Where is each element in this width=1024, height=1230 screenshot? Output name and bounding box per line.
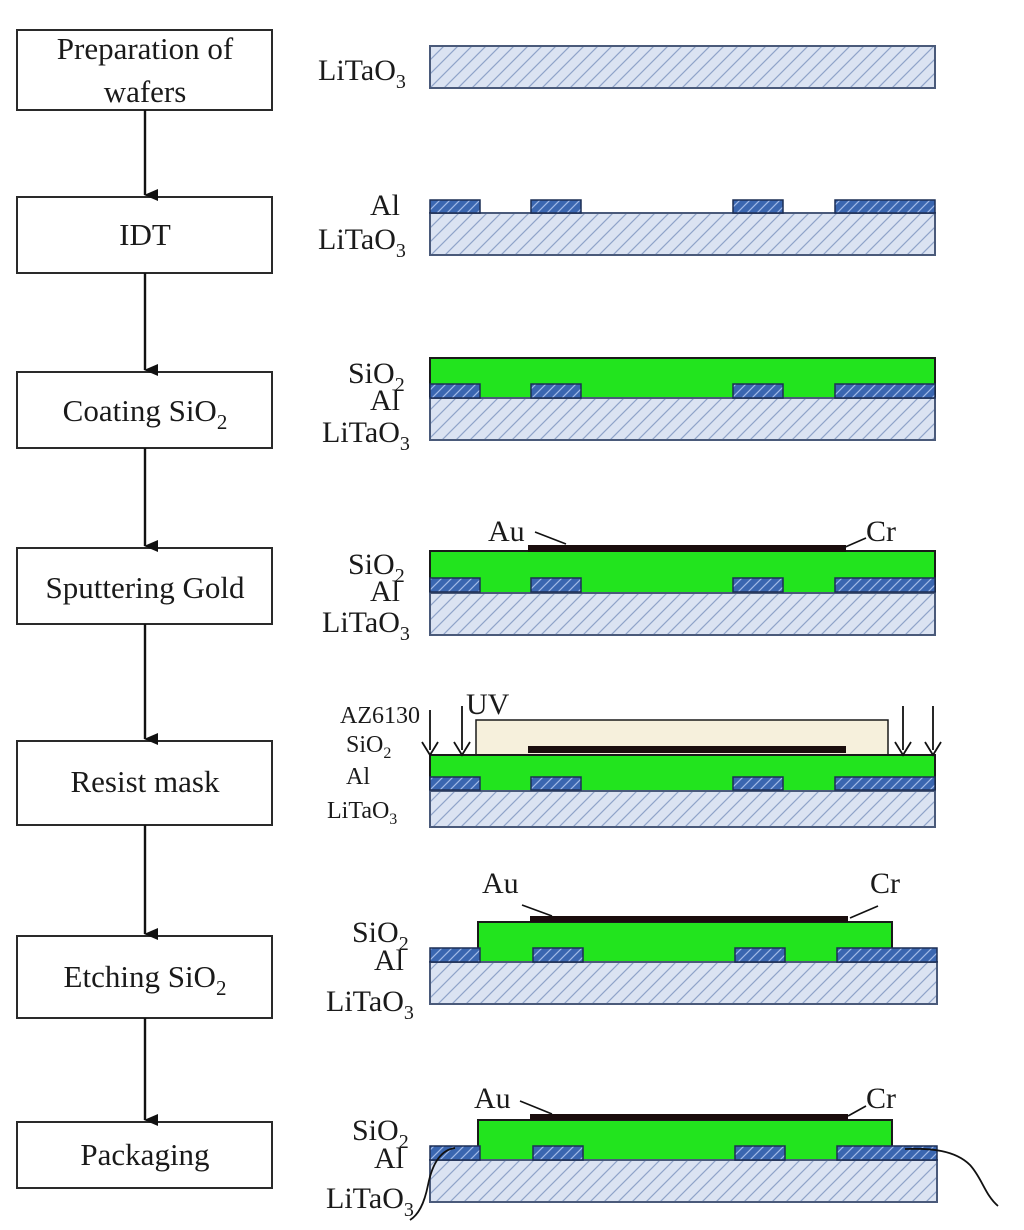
- al-electrode: [532, 947, 584, 963]
- litao3-label: LiTaO3: [326, 985, 414, 1024]
- resist-label: AZ6130: [340, 703, 420, 729]
- cross-section-idt: Al LiTaO3: [318, 189, 936, 262]
- cr-leader-line: [849, 905, 879, 919]
- step-labels: Preparation of wafers IDT Coating SiO2 S…: [46, 31, 245, 1172]
- al-electrode: [836, 947, 938, 963]
- sio2-label: SiO2: [348, 357, 405, 396]
- step-label: Resist mask: [71, 764, 220, 799]
- litao3-label: LiTaO3: [322, 606, 410, 645]
- step-label: Packaging: [80, 1137, 209, 1172]
- cross-section-coating: SiO2 Al LiTaO3: [322, 357, 936, 455]
- au-label: Au: [488, 515, 525, 548]
- al-electrode: [429, 947, 481, 963]
- cross-section-sputtering: Au Cr SiO2 Al LiTaO3: [322, 515, 936, 645]
- litao3-label: LiTaO3: [326, 1182, 414, 1221]
- step-label: wafers: [104, 74, 187, 109]
- al-electrode: [530, 383, 582, 399]
- flowchart: [16, 29, 273, 1189]
- al-electrode: [530, 577, 582, 593]
- step-label: Etching SiO2: [64, 959, 227, 1000]
- au-label: Au: [474, 1082, 511, 1115]
- step-box-preparation: [16, 29, 273, 111]
- au-cr-film: [530, 1114, 848, 1120]
- cross-section-resist: AZ6130 UV SiO2 Al LiTaO3: [327, 688, 942, 828]
- uv-arrows: [421, 706, 942, 757]
- litao3-label: LiTaO3: [318, 54, 406, 93]
- au-cr-film: [528, 545, 846, 552]
- uv-arrowhead: [924, 741, 942, 757]
- al-electrode: [429, 383, 481, 399]
- litao3-substrate: [429, 212, 936, 256]
- cross-section-preparation: LiTaO3: [318, 45, 936, 93]
- al-electrode: [834, 383, 936, 399]
- litao3-substrate: [429, 790, 936, 828]
- cr-label: Cr: [866, 1082, 896, 1115]
- sio2-label: SiO2: [352, 916, 409, 955]
- al-electrode: [834, 776, 936, 791]
- al-label: Al: [374, 1142, 404, 1175]
- cr-label: Cr: [870, 867, 900, 900]
- uv-arrowhead: [453, 741, 471, 757]
- sio2-layer: [477, 921, 893, 963]
- step-box-idt: [16, 196, 273, 274]
- uv-arrowhead: [421, 741, 439, 757]
- step-label: Coating SiO2: [63, 393, 228, 434]
- litao3-substrate: [429, 397, 936, 441]
- step-box-packaging: [16, 1121, 273, 1189]
- sio2-label: SiO2: [346, 732, 391, 762]
- cross-section-etching: Au Cr SiO2 Al LiTaO3: [326, 867, 938, 1024]
- al-electrode: [732, 383, 784, 399]
- uv-arrowhead: [894, 741, 912, 757]
- au-cr-film: [528, 746, 846, 753]
- al-electrode: [530, 199, 582, 214]
- au-leader-line: [534, 531, 567, 545]
- au-leader-line: [521, 904, 553, 917]
- litao3-substrate: [429, 592, 936, 636]
- cr-label: Cr: [866, 515, 896, 548]
- al-label: Al: [374, 944, 404, 977]
- bond-wire-left: [409, 1147, 456, 1221]
- al-label: Al: [346, 764, 370, 790]
- sio2-label: SiO2: [348, 548, 405, 587]
- al-electrode: [530, 776, 582, 791]
- al-label: Al: [370, 384, 400, 417]
- al-label: Al: [370, 189, 400, 222]
- cross-section-packaging: Au Cr SiO2 Al LiTaO3: [326, 1082, 999, 1221]
- step-box-sputtering: [16, 547, 273, 625]
- litao3-substrate: [429, 1159, 938, 1203]
- step-label: Sputtering Gold: [46, 570, 245, 605]
- cr-leader-line: [842, 537, 867, 549]
- al-electrode: [834, 199, 936, 214]
- al-electrode: [532, 1145, 584, 1161]
- al-electrode: [429, 776, 481, 791]
- au-label: Au: [482, 867, 519, 900]
- litao3-substrate: [429, 45, 936, 89]
- sio2-label: SiO2: [352, 1114, 409, 1153]
- uv-label: UV: [466, 688, 510, 721]
- al-electrode: [429, 577, 481, 593]
- al-electrode: [732, 199, 784, 214]
- au-leader-line: [519, 1100, 553, 1115]
- al-electrode: [732, 577, 784, 593]
- al-electrode: [734, 1145, 786, 1161]
- step-box-etching: [16, 935, 273, 1019]
- al-label: Al: [370, 575, 400, 608]
- al-electrode: [734, 947, 786, 963]
- step-label: Preparation of: [57, 31, 234, 66]
- litao3-label: LiTaO3: [327, 798, 397, 828]
- al-electrode: [834, 577, 936, 593]
- al-electrode: [732, 776, 784, 791]
- au-cr-film: [530, 916, 848, 922]
- cr-leader-line: [847, 1105, 867, 1117]
- al-electrode: [429, 1145, 481, 1161]
- litao3-substrate: [429, 961, 938, 1005]
- litao3-label: LiTaO3: [322, 416, 410, 455]
- bond-wire-right: [904, 1147, 999, 1207]
- litao3-label: LiTaO3: [318, 223, 406, 262]
- al-electrode: [429, 199, 481, 214]
- step-label: IDT: [119, 217, 171, 252]
